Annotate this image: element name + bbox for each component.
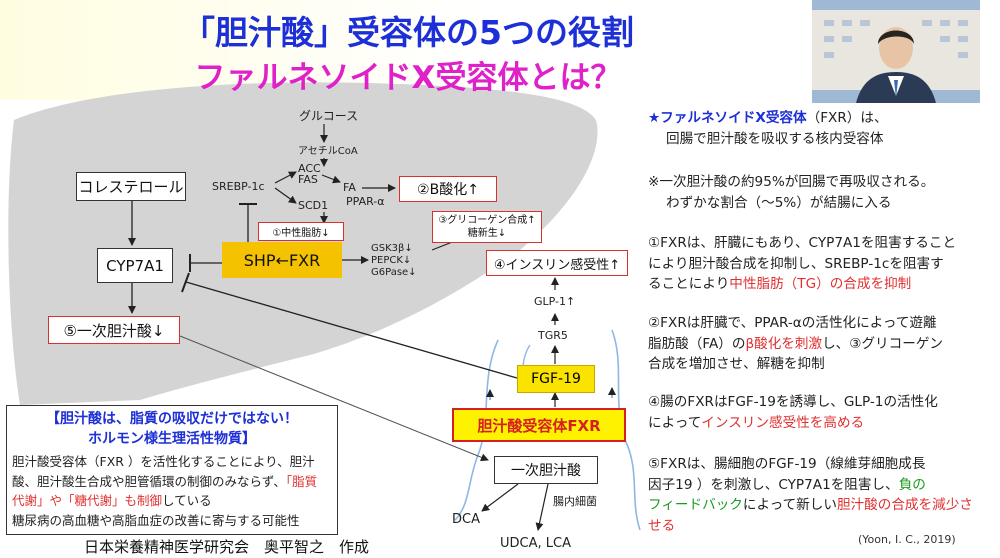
- info-line2: 酸、胆汁酸生合成や胆管循環の制御のみならず、「脂質: [12, 473, 318, 489]
- box-primary-bile-decrease: ⑤一次胆汁酸↓: [48, 316, 180, 344]
- label-acetyl-coa: アセチルCoA: [298, 146, 358, 157]
- label-udca: UDCA, LCA: [500, 536, 571, 551]
- presenter-photo: [812, 0, 980, 103]
- box-primary-bile-small: 一次胆汁酸: [494, 456, 598, 484]
- arrow-bile-dca: [481, 483, 519, 512]
- right-p1-line2: 回腸で胆汁酸を吸収する核内受容体: [666, 130, 884, 147]
- box-neutral-fat: ①中性脂肪↓: [258, 222, 344, 241]
- box-shp-fxr: SHP←FXR: [222, 242, 342, 278]
- right-p3: ①FXRは、肝臓にもあり、CYP7A1を阻害すること により胆汁酸合成を抑制し、…: [648, 235, 957, 292]
- label-acc: ACC: [298, 162, 321, 175]
- right-p1-star: ★ファルネソイドX受容体: [648, 110, 807, 126]
- right-p2: ※一次胆汁酸の約95%が回腸で再吸収される。 わずかな割合（～5%）が結腸に入る: [648, 174, 935, 211]
- label-ppar: PPAR-α: [346, 195, 385, 208]
- inhibit-fgf-cyp: [185, 281, 518, 379]
- box-bile-acid-receptor-fxr: 胆汁酸受容体FXR: [452, 408, 626, 442]
- info-line3-red: 代謝」や「糖代謝」も制御: [12, 493, 163, 508]
- info-box: 【胆汁酸は、脂質の吸収だけではない！ ホルモン様生理活性物質】 胆汁酸受容体（F…: [6, 405, 338, 535]
- box-glycogen: ③グリコーゲン合成↑ 糖新生↓: [432, 211, 542, 243]
- label-glucose: グルコース: [299, 109, 359, 123]
- label-tgr5: TGR5: [538, 329, 568, 342]
- box-cyp7a1: CYP7A1: [97, 248, 173, 283]
- label-dca: DCA: [452, 512, 480, 527]
- glycogen-line1: ③グリコーゲン合成↑: [438, 215, 536, 226]
- right-p4: ②FXRは肝臓で、PPAR-αの活性化によって遊離 脂肪酸（FA）のβ酸化を刺激…: [648, 315, 944, 372]
- info-line2-red: 「脂質: [285, 473, 318, 489]
- label-gut-bacteria: 腸内細菌: [553, 495, 597, 508]
- right-p6: ⑤FXRは、腸細胞のFGF-19（線維芽細胞成長 因子19 ）を刺激し、CYP7…: [648, 456, 973, 534]
- label-g6pase: G6Pase↓: [371, 267, 417, 278]
- label-scd1: SCD1: [298, 199, 329, 212]
- label-srebp: SREBP-1c: [212, 180, 265, 193]
- info-heading-line1: 【胆汁酸は、脂質の吸収だけではない！: [46, 411, 298, 427]
- arrow-fas-fa: [321, 174, 341, 184]
- intestine-line: [454, 339, 499, 521]
- info-line1: 胆汁酸受容体（FXR ）を活性化することにより、胆汁: [12, 454, 315, 469]
- right-p1: ★ファルネソイドX受容体（FXR）は、 回腸で胆汁酸を吸収する核内受容体: [648, 108, 888, 149]
- info-heading-line2: ホルモン様生理活性物質】: [88, 431, 256, 447]
- page-subtitle: ファルネソイドX受容体とは？: [194, 60, 622, 96]
- arrow-bile-udca: [535, 483, 549, 531]
- right-p5: ④腸のFXRはFGF-19を誘導し、GLP-1の活性化 によってインスリン感受性…: [648, 394, 938, 431]
- glycogen-line2: 糖新生↓: [467, 228, 507, 239]
- credit-text: 日本栄養精神医学研究会 奥平智之 作成: [84, 538, 370, 556]
- label-gsk: GSK3β↓: [371, 243, 413, 254]
- arrow-srebp-scd: [274, 187, 297, 204]
- label-pepck: PEPCK↓: [371, 255, 412, 266]
- citation: (Yoon, I. C., 2019): [858, 533, 956, 546]
- page-title: 「胆汁酸」受容体の5つの役割: [182, 13, 634, 52]
- info-heading: 【胆汁酸は、脂質の吸収だけではない！ ホルモン様生理活性物質】: [7, 409, 337, 449]
- label-glp1: GLP-1↑: [534, 295, 576, 308]
- arrow-srebp-acc: [274, 171, 297, 184]
- label-fas: FAS: [298, 173, 318, 186]
- box-cholesterol: コレステロール: [76, 172, 186, 201]
- box-insulin: ④インスリン感受性↑: [486, 250, 628, 276]
- presenter-image: [812, 0, 980, 103]
- label-fa: FA: [343, 181, 356, 194]
- info-line4: 糖尿病の高血糖や高脂血症の改善に寄与する可能性: [12, 512, 300, 528]
- box-beta-oxidation: ②Β酸化↑: [399, 176, 497, 202]
- label-enzymes: GSK3β↓ PEPCK↓ G6Pase↓: [371, 243, 417, 279]
- header-band: [0, 0, 810, 100]
- arrow-bile-intestine: [179, 335, 489, 462]
- info-line3: 代謝」や「糖代謝」も制御している: [12, 493, 212, 508]
- info-body: 胆汁酸受容体（FXR ）を活性化することにより、胆汁 酸、胆汁酸生合成や胆管循環…: [12, 452, 317, 530]
- box-fgf19: FGF-19: [517, 365, 595, 393]
